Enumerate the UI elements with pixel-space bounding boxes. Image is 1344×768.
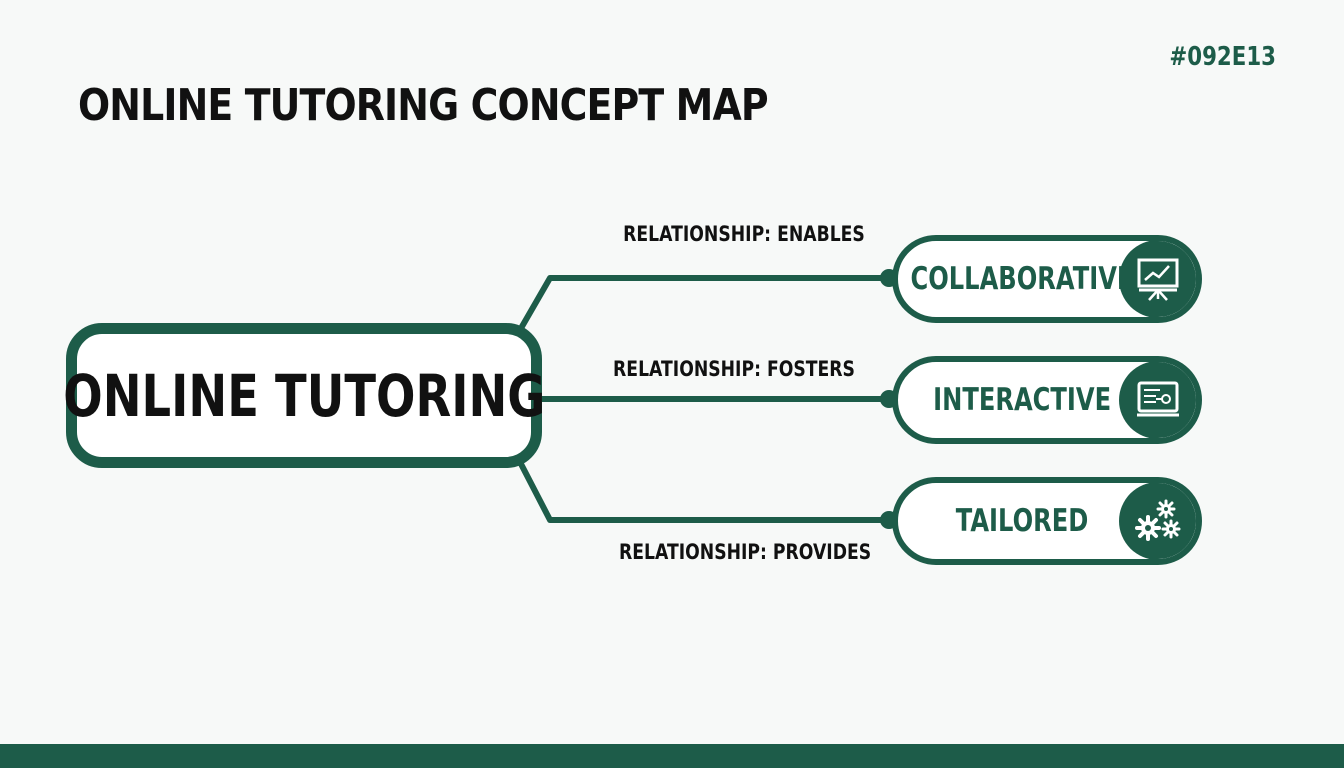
central-node: ONLINE TUTORING — [62, 323, 546, 468]
concept-label-collaborative: COLLABORATIVE — [910, 261, 1134, 297]
concept-label-interactive: INTERACTIVE — [932, 382, 1112, 418]
concept-node-interactive: INTERACTIVE — [892, 356, 1202, 444]
gears-icon — [1119, 483, 1196, 559]
concept-label-tailored: TAILORED — [955, 503, 1089, 539]
relationship-label-enables: RELATIONSHIP: ENABLES — [623, 222, 865, 246]
connector-enables — [517, 275, 890, 332]
monitor-icon — [1119, 362, 1196, 438]
central-node-label: ONLINE TUTORING — [62, 361, 546, 430]
bottom-accent-bar — [0, 744, 1344, 768]
relationship-label-fosters: RELATIONSHIP: FOSTERS — [613, 357, 855, 381]
presentation-board-icon — [1119, 241, 1196, 317]
concept-node-tailored: TAILORED — [892, 477, 1202, 565]
relationship-label-provides: RELATIONSHIP: PROVIDES — [619, 540, 872, 564]
page-title: ONLINE TUTORING CONCEPT MAP — [78, 80, 769, 131]
color-code-label: #092E13 — [1169, 42, 1276, 72]
connector-provides — [517, 460, 890, 523]
concept-node-collaborative: COLLABORATIVE — [892, 235, 1202, 323]
